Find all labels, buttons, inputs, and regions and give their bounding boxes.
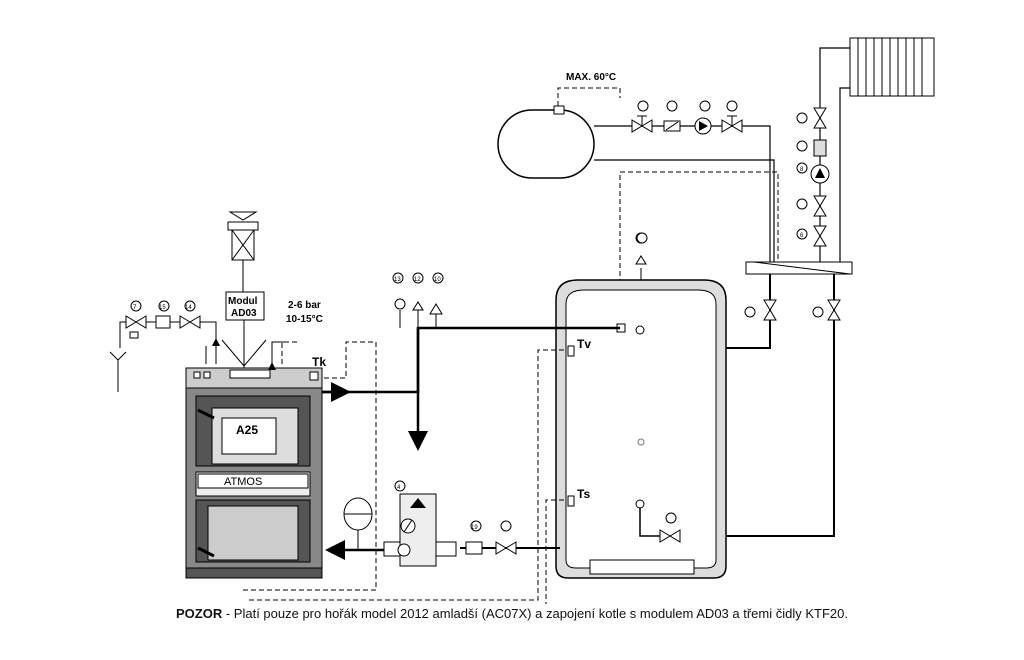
marker-14: 14: [185, 305, 192, 311]
boiler: [185, 367, 323, 579]
loading-unit: [383, 480, 457, 567]
marker-12: 12: [414, 277, 421, 283]
filter-15a: [663, 100, 681, 132]
marker-13: 13: [394, 277, 401, 283]
caption-warning: POZOR: [176, 606, 223, 621]
svg-text:8: 8: [800, 167, 804, 173]
svg-text:6: 6: [800, 233, 804, 239]
valve-14i: [179, 300, 201, 329]
boiler-brand: ATMOS: [224, 476, 262, 488]
storage-tank: [555, 232, 727, 579]
sensor-tv: [567, 345, 575, 357]
safety-valve-10: [429, 303, 443, 315]
mixing-valve-6: [796, 225, 827, 247]
valve-14f: [812, 299, 841, 321]
caption: POZOR - Platí pouze pro hořák model 2012…: [0, 606, 1024, 621]
pump-8: [796, 162, 830, 184]
marker-7: 7: [133, 305, 137, 311]
sensor-tv-label: Tv: [577, 337, 591, 351]
marker-10: 10: [434, 277, 441, 283]
marker-19: 19: [471, 525, 478, 531]
sensor-ts: [567, 495, 575, 507]
valve-14a: [631, 100, 653, 133]
module-ad03: [225, 291, 265, 321]
valve-14b: [721, 100, 743, 133]
valve-14g: [659, 512, 681, 543]
valve-14e: [744, 299, 777, 321]
marker-15: 15: [159, 305, 166, 311]
max-temp-label: MAX. 60°C: [566, 72, 616, 83]
filter-19: [465, 520, 483, 555]
valve-14d: [796, 195, 827, 217]
motor-valve-top: [227, 211, 259, 292]
hot-water-tank: [497, 105, 595, 179]
water-temp-label: 10-15°C: [286, 314, 323, 325]
module-code: AD03: [231, 308, 257, 319]
sensor-ts-label: Ts: [577, 487, 590, 501]
module-label: Modul: [228, 296, 258, 307]
pump-5: [694, 100, 712, 135]
marker-4: 4: [397, 485, 401, 491]
filter-15c: [155, 300, 171, 329]
filter-15b: [796, 139, 827, 157]
sensor-tk-label: Tk: [312, 355, 326, 369]
air-vent-12: [412, 301, 424, 311]
caption-text: - Platí pouze pro hořák model 2012 amlad…: [222, 606, 848, 621]
valve-14c: [796, 107, 827, 129]
valve-7: [125, 300, 147, 339]
expansion-vessel: [343, 497, 373, 550]
marker-6: 6: [800, 233, 804, 239]
pressure-label: 2-6 bar: [288, 300, 321, 311]
burner-label: A25: [236, 423, 258, 437]
valve-14h: [495, 520, 517, 555]
marker-8: 8: [800, 167, 804, 173]
thermometer-13: [394, 298, 406, 310]
radiator: [849, 37, 935, 97]
